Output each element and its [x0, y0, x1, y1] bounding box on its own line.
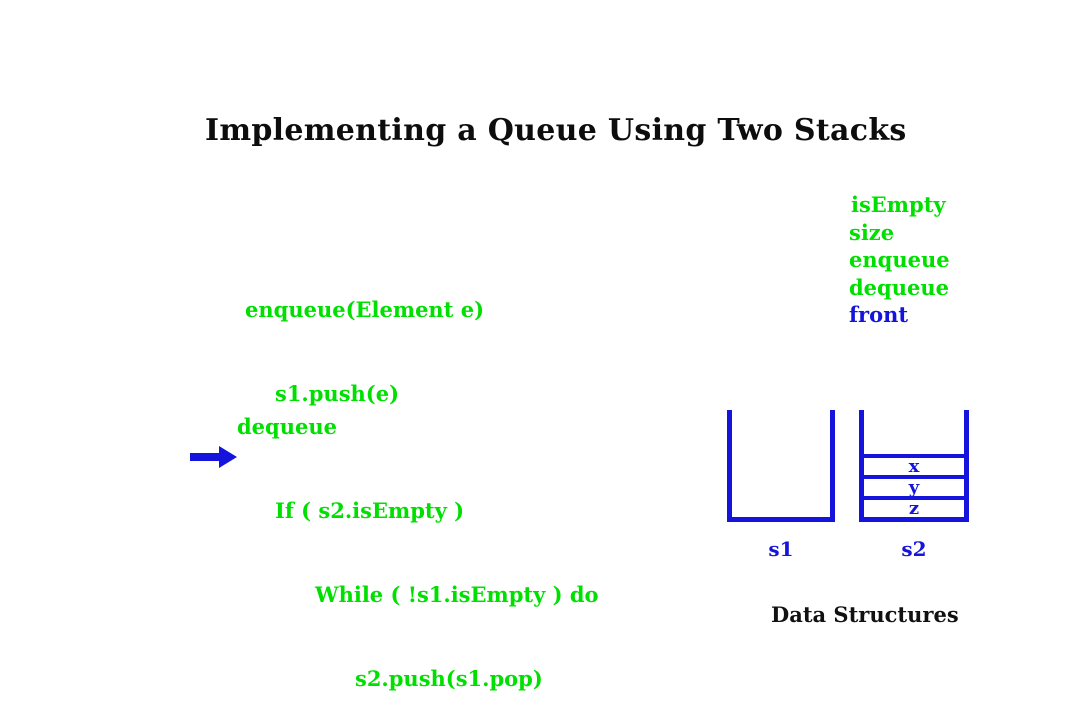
- code-line: enqueue(Element e): [245, 297, 485, 322]
- stack-s1-label: s1: [768, 537, 794, 561]
- stack-cell: x: [864, 454, 964, 476]
- queue-operations-list: isEmpty size enqueue dequeue front: [849, 191, 950, 329]
- code-line: s2.push(s1.pop): [355, 666, 543, 691]
- operation-isempty: isEmpty: [851, 192, 946, 217]
- operation-enqueue: enqueue: [849, 247, 950, 272]
- dequeue-pseudocode-block: dequeue If ( s2.isEmpty ) While ( !s1.is…: [237, 357, 599, 720]
- stack-cell: z: [864, 496, 964, 518]
- operation-dequeue: dequeue: [849, 274, 949, 300]
- code-line: If ( s2.isEmpty ): [275, 498, 465, 523]
- code-line: While ( !s1.isEmpty ) do: [315, 582, 599, 607]
- stack-s1-diagram: [727, 410, 835, 522]
- stack-cell: y: [864, 475, 964, 497]
- stack-s2-label: s2: [901, 537, 927, 561]
- page-title: Implementing a Queue Using Two Stacks: [205, 113, 907, 148]
- operation-front: front: [849, 302, 909, 327]
- operation-size: size: [849, 219, 895, 245]
- right-arrow-icon: [189, 443, 239, 471]
- stack-s2-diagram: x y z: [859, 410, 969, 522]
- code-line: s1.push(e): [275, 381, 400, 406]
- enqueue-pseudocode-block: enqueue(Element e) s1.push(e): [245, 240, 484, 464]
- footer-label: Data Structures: [771, 602, 959, 627]
- code-line: dequeue: [237, 414, 337, 439]
